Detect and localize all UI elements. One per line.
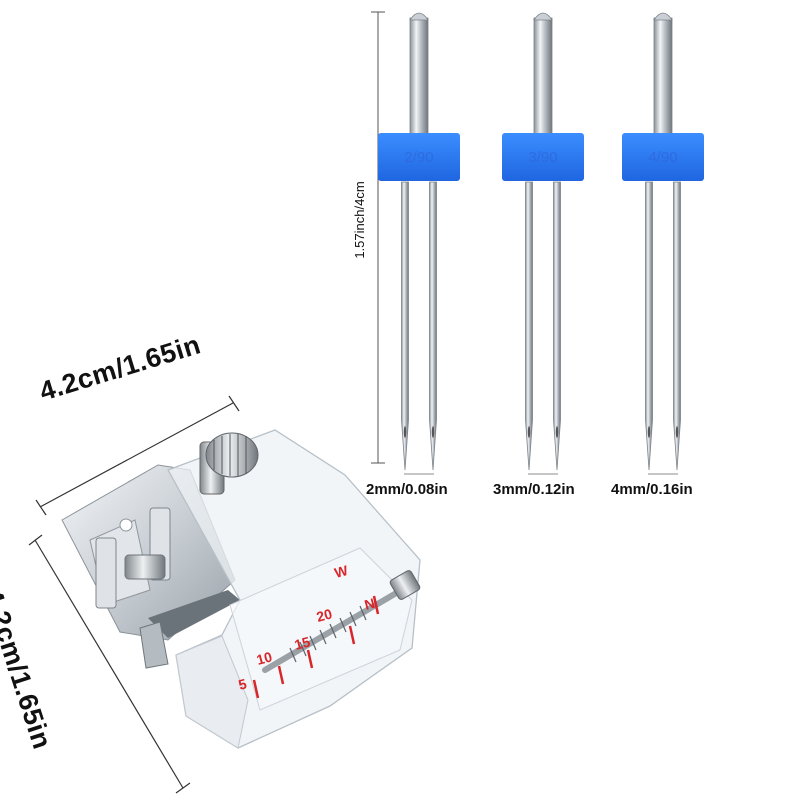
guide-scale: 5 10 15 20 W N (237, 562, 380, 699)
needle-spacing-label-2: 3mm/0.12in (493, 481, 575, 498)
bias-binding-foot: 5 10 15 20 W N (28, 395, 421, 794)
needle-spacing-label-3: 4mm/0.16in (611, 481, 693, 498)
needle-set: 2/90 3/90 4/90 (378, 12, 704, 475)
scale-mark-10: 10 (255, 648, 274, 668)
twin-needle-1: 2/90 (378, 12, 460, 475)
needle-size-label-2: 3/90 (528, 149, 557, 166)
needle-clamp-3 (622, 133, 704, 181)
length-dimension (371, 11, 385, 464)
scale-mark-20: 20 (315, 605, 334, 625)
dial-letter-n: N (363, 595, 377, 613)
needle-length-label: 1.57inch/4cm (352, 181, 367, 259)
needle-spacing-label-1: 2mm/0.08in (366, 481, 448, 498)
needle-clamp-1 (378, 133, 460, 181)
scale-mark-5: 5 (237, 675, 249, 693)
twin-needle-2: 3/90 (502, 12, 584, 475)
scale-mark-15: 15 (293, 633, 312, 653)
needle-clamp-2 (502, 133, 584, 181)
twin-needle-3: 4/90 (622, 12, 704, 475)
needle-size-label-3: 4/90 (648, 149, 677, 166)
dial-letter-w: W (333, 562, 351, 581)
foot-dimension-lines (28, 395, 240, 794)
needle-size-label-1: 2/90 (404, 149, 433, 166)
